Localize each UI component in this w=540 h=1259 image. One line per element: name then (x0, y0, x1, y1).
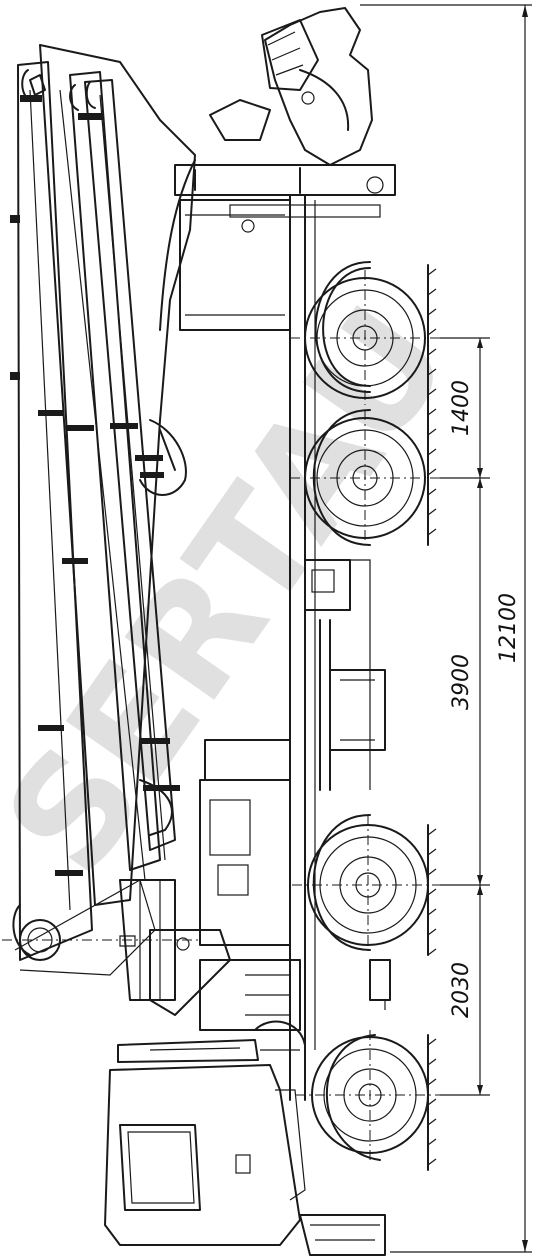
watermark: SERTAU (0, 277, 484, 904)
dimension-label-12100: 12100 (496, 593, 521, 663)
ground-lines (427, 264, 437, 1171)
truck-cab (104, 1020, 386, 1256)
wheel-rear-2 (290, 261, 440, 405)
dimension-labels: 1400 3900 12100 2030 (449, 380, 521, 1018)
wheel-front (295, 1030, 440, 1161)
folded-boom (12, 44, 196, 1001)
wheel-middle (292, 814, 440, 955)
dimension-label-3900: 3900 (449, 654, 474, 710)
rear-hopper-assembly (174, 7, 396, 196)
dimension-label-1400: 1400 (449, 380, 474, 436)
watermark-text: SERTAU (0, 277, 484, 904)
turret-pivot (2, 919, 200, 961)
boom-clamps (10, 95, 180, 876)
dimension-lines (360, 4, 532, 1253)
wheel-rear-1 (290, 409, 440, 546)
dimension-label-2030: 2030 (449, 962, 474, 1018)
